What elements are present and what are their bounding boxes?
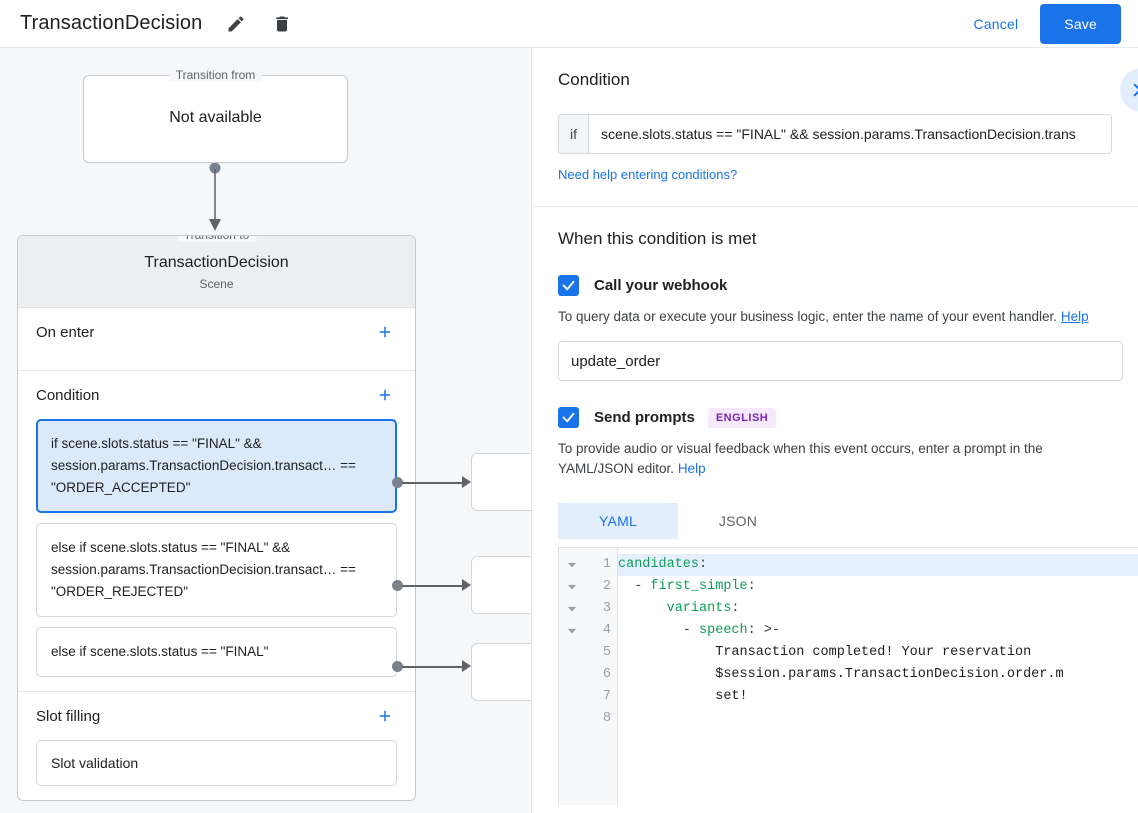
line-number: 1 — [602, 557, 611, 572]
line-number: 8 — [602, 711, 611, 726]
condition-help-link[interactable]: Need help entering conditions? — [558, 167, 738, 182]
line-number: 4 — [602, 623, 611, 638]
transition-to-legend: Transition to — [176, 236, 257, 242]
section-title-condition: Condition — [36, 386, 100, 404]
pencil-icon[interactable] — [224, 12, 248, 36]
condition-section: Condition if Need help entering conditio… — [532, 48, 1138, 207]
section-on-enter: On enter — [18, 308, 415, 371]
top-app-bar: TransactionDecision Cancel Save — [0, 0, 1138, 48]
code-line[interactable]: - first_simple: — [618, 579, 756, 594]
edge-arrow-icon — [462, 660, 471, 672]
code-line[interactable] — [618, 708, 1138, 730]
edge-dot — [392, 580, 403, 591]
call-webhook-description: To query data or execute your business l… — [558, 307, 1112, 327]
save-button[interactable]: Save — [1040, 3, 1121, 44]
code-line[interactable]: variants: — [666, 601, 740, 616]
edge-dot — [392, 477, 403, 488]
condition-card-selected[interactable]: if scene.slots.status == "FINAL" && sess… — [36, 419, 397, 513]
scene-graph-canvas[interactable]: Transition from Not available Transition… — [0, 48, 531, 813]
tab-yaml[interactable]: YAML — [558, 503, 678, 539]
line-number: 5 — [602, 645, 611, 660]
fold-toggle-icon[interactable] — [559, 620, 585, 642]
condition-if-label: if — [559, 115, 589, 153]
fold-toggle-icon[interactable] — [559, 576, 585, 598]
send-prompts-label: Send prompts — [594, 409, 695, 426]
code-line[interactable]: set! — [618, 689, 748, 704]
edge-dot — [392, 661, 403, 672]
topbar-actions: Cancel Save — [960, 3, 1138, 44]
edge-arrow-icon — [462, 476, 471, 488]
transition-to-header[interactable]: Transition to TransactionDecision Scene — [18, 236, 415, 308]
page-title: TransactionDecision — [20, 12, 203, 34]
send-prompts-checkbox[interactable] — [558, 407, 579, 428]
fold-toggle-icon[interactable] — [559, 598, 585, 620]
fold-spacer — [559, 686, 585, 708]
line-number: 3 — [602, 601, 611, 616]
editor-code-area[interactable]: candidates: - first_simple: variants: - … — [618, 548, 1138, 805]
fold-spacer — [559, 664, 585, 686]
transition-from-legend: Transition from — [168, 68, 263, 82]
transition-to-type: Scene — [199, 277, 234, 291]
editor-format-tabs: YAML JSON — [558, 503, 1112, 539]
edge-line — [402, 482, 464, 484]
editor-fold-gutter — [559, 548, 585, 805]
condition-expression-input[interactable] — [589, 115, 1111, 153]
editor-line-number-gutter: 1 2 3 4 5 6 7 8 — [585, 548, 618, 805]
transition-to-card: Transition to TransactionDecision Scene … — [17, 235, 416, 801]
call-webhook-row: Call your webhook — [558, 275, 1112, 296]
code-line[interactable]: $session.params.TransactionDecision.orde… — [618, 667, 1064, 682]
section-title-on-enter: On enter — [36, 323, 95, 341]
code-line[interactable]: - speech: >- — [618, 623, 781, 638]
condition-input-row[interactable]: if — [558, 114, 1112, 154]
fold-spacer — [559, 642, 585, 664]
code-line[interactable]: candidates: — [618, 554, 1138, 576]
target-stub-box[interactable] — [471, 643, 531, 701]
target-stub-box[interactable] — [471, 453, 531, 511]
target-stub-box[interactable] — [471, 556, 531, 614]
transition-from-box: Transition from Not available — [83, 68, 348, 163]
edge-arrow-icon — [462, 579, 471, 591]
section-condition: Condition if scene.slots.status == "FINA… — [18, 371, 415, 692]
send-prompts-description-text: To provide audio or visual feedback when… — [558, 441, 1043, 476]
condition-card[interactable]: else if scene.slots.status == "FINAL" — [36, 627, 397, 677]
fold-spacer — [559, 708, 585, 730]
edge-line — [402, 585, 464, 587]
edge-line — [402, 666, 464, 668]
line-number: 2 — [602, 579, 611, 594]
plus-icon[interactable] — [373, 704, 397, 728]
webhook-handler-input[interactable] — [558, 341, 1123, 381]
call-webhook-description-text: To query data or execute your business l… — [558, 309, 1058, 324]
transition-to-name: TransactionDecision — [144, 254, 289, 271]
slot-validation-card[interactable]: Slot validation — [36, 740, 397, 786]
call-webhook-label: Call your webhook — [594, 277, 728, 294]
section-title-slot-filling: Slot filling — [36, 707, 101, 725]
transition-from-value: Not available — [169, 109, 262, 126]
details-panel: Condition if Need help entering conditio… — [531, 48, 1138, 813]
plus-icon[interactable] — [373, 383, 397, 407]
cancel-button[interactable]: Cancel — [960, 6, 1033, 42]
call-webhook-help-link[interactable]: Help — [1060, 309, 1089, 324]
chevron-right-icon[interactable] — [1120, 68, 1138, 112]
plus-icon[interactable] — [373, 320, 397, 344]
code-line[interactable]: Transaction completed! Your reservation — [618, 645, 1032, 660]
transition-connector-arrow — [209, 163, 221, 231]
condition-heading: Condition — [558, 70, 630, 89]
fold-toggle-icon[interactable] — [559, 554, 585, 576]
send-prompts-description: To provide audio or visual feedback when… — [558, 439, 1112, 479]
section-slot-filling: Slot filling Slot validation — [18, 692, 415, 800]
yaml-code-editor[interactable]: 1 2 3 4 5 6 7 8 candidates: - first_simple: var… — [558, 547, 1138, 805]
when-condition-met-heading: When this condition is met — [558, 229, 757, 248]
line-number: 6 — [602, 667, 611, 682]
call-webhook-checkbox[interactable] — [558, 275, 579, 296]
send-prompts-help-link[interactable]: Help — [677, 461, 706, 476]
condition-card[interactable]: else if scene.slots.status == "FINAL" &&… — [36, 523, 397, 617]
send-prompts-row: Send prompts ENGLISH — [558, 407, 1112, 428]
trash-icon[interactable] — [270, 12, 294, 36]
line-number: 7 — [602, 689, 611, 704]
language-badge: ENGLISH — [707, 407, 777, 428]
tab-json[interactable]: JSON — [718, 513, 758, 529]
when-condition-met-section: When this condition is met Call your web… — [532, 207, 1138, 805]
